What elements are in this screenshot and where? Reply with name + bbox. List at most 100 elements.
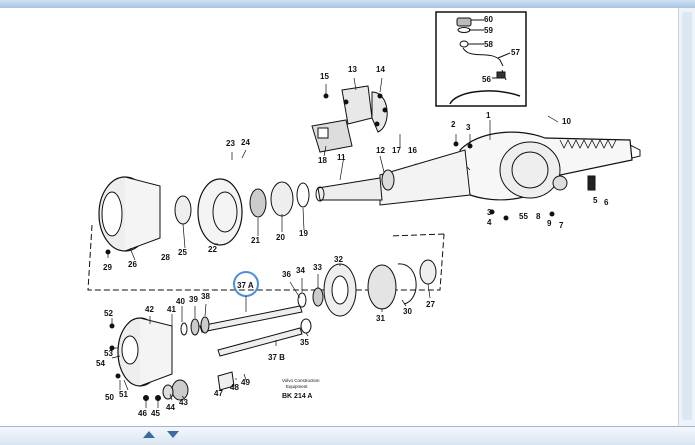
label-19: 19 [299,229,308,238]
label-16: 16 [408,146,417,155]
label-5: 5 [593,196,598,205]
part-11 [317,177,383,201]
label-4: 4 [487,218,492,227]
label-34: 34 [296,266,305,275]
label-26: 26 [128,260,137,269]
label-17: 17 [392,146,401,155]
part-44 [162,384,174,400]
label-6: 6 [604,198,609,207]
part-22 [197,178,243,246]
label-27: 27 [426,300,435,309]
inset-housing [449,90,521,105]
label-42: 42 [145,305,154,314]
label-53: 53 [104,349,113,358]
label-1: 1 [486,111,491,120]
label-32: 32 [334,255,343,264]
drawing-reference: BK 214 A [282,393,312,400]
label-14: 14 [376,65,385,74]
part-38 [200,316,210,334]
part-20 [270,181,294,217]
label-33: 33 [313,263,322,272]
label-43: 43 [179,398,188,407]
label-39: 39 [189,295,198,304]
detail-inset-box [435,11,527,107]
part-27 [419,259,437,285]
label-48: 48 [230,383,239,392]
label-58: 58 [484,40,493,49]
label-50: 50 [105,393,114,402]
label-7: 7 [559,221,564,230]
exploded-axle-diagram: 60 59 58 57 56 15 13 14 2 3 1 10 23 24 1… [87,11,641,418]
label-18: 18 [318,156,327,165]
label-46: 46 [138,409,147,418]
label-29: 29 [103,263,112,272]
label-56: 56 [482,75,491,84]
part-33 [312,287,324,307]
part-60 [456,17,472,27]
part-25 [174,195,192,225]
label-59: 59 [484,26,493,35]
label-55: 55 [519,212,528,221]
label-49: 49 [241,378,250,387]
label-9: 9 [547,219,552,228]
label-52: 52 [104,309,113,318]
label-23: 23 [226,139,235,148]
label-21: 21 [251,236,260,245]
label-8: 8 [536,212,541,221]
label-30: 30 [403,307,412,316]
part-43 [171,379,189,401]
scrollbar-thumb[interactable] [682,12,692,420]
label-60: 60 [484,15,493,24]
part-47 [217,371,235,391]
scroll-down-arrow-icon[interactable] [167,431,179,438]
part-57 [462,47,504,67]
label-25: 25 [178,248,187,257]
label-41: 41 [167,305,176,314]
label-37a: 37 A [237,281,254,290]
label-36: 36 [282,270,291,279]
label-3-upper: 3 [466,123,471,132]
label-31: 31 [376,314,385,323]
label-2: 2 [451,120,456,129]
caption-line-1: Volvo Construction [282,378,320,383]
label-47: 47 [214,389,223,398]
part-34 [297,292,307,308]
bottom-navigation-bar [0,426,695,445]
part-37b-shaft [217,327,303,357]
label-22: 22 [208,245,217,254]
part-31 [367,264,397,310]
part-35 [300,318,312,334]
vertical-scrollbar[interactable] [678,8,695,426]
label-3-lower: 3 [487,208,492,217]
label-45: 45 [151,409,160,418]
label-13: 13 [348,65,357,74]
label-10: 10 [562,117,571,126]
label-37b: 37 B [268,353,285,362]
label-57: 57 [511,48,520,57]
part-19 [296,182,310,208]
label-44: 44 [166,403,175,412]
parts-diagram-canvas[interactable]: 60 59 58 57 56 15 13 14 2 3 1 10 23 24 1… [0,8,678,426]
part-13 [341,85,373,125]
part-59 [457,27,471,33]
part-39 [190,318,200,336]
scroll-up-arrow-icon[interactable] [143,431,155,438]
label-54: 54 [96,359,105,368]
part-58 [459,40,469,48]
label-51: 51 [119,390,128,399]
label-20: 20 [276,233,285,242]
part-12 [381,169,395,191]
part-40 [180,322,188,336]
label-40: 40 [176,297,185,306]
label-12: 12 [376,146,385,155]
label-15: 15 [320,72,329,81]
label-24: 24 [241,138,250,147]
part-37a-shaft [199,305,303,333]
label-38: 38 [201,292,210,301]
part-30 [397,263,417,305]
label-28: 28 [161,253,170,262]
caption-line-2: Equipment [286,384,308,389]
part-21 [249,188,267,218]
label-35: 35 [300,338,309,347]
label-11: 11 [337,153,346,162]
